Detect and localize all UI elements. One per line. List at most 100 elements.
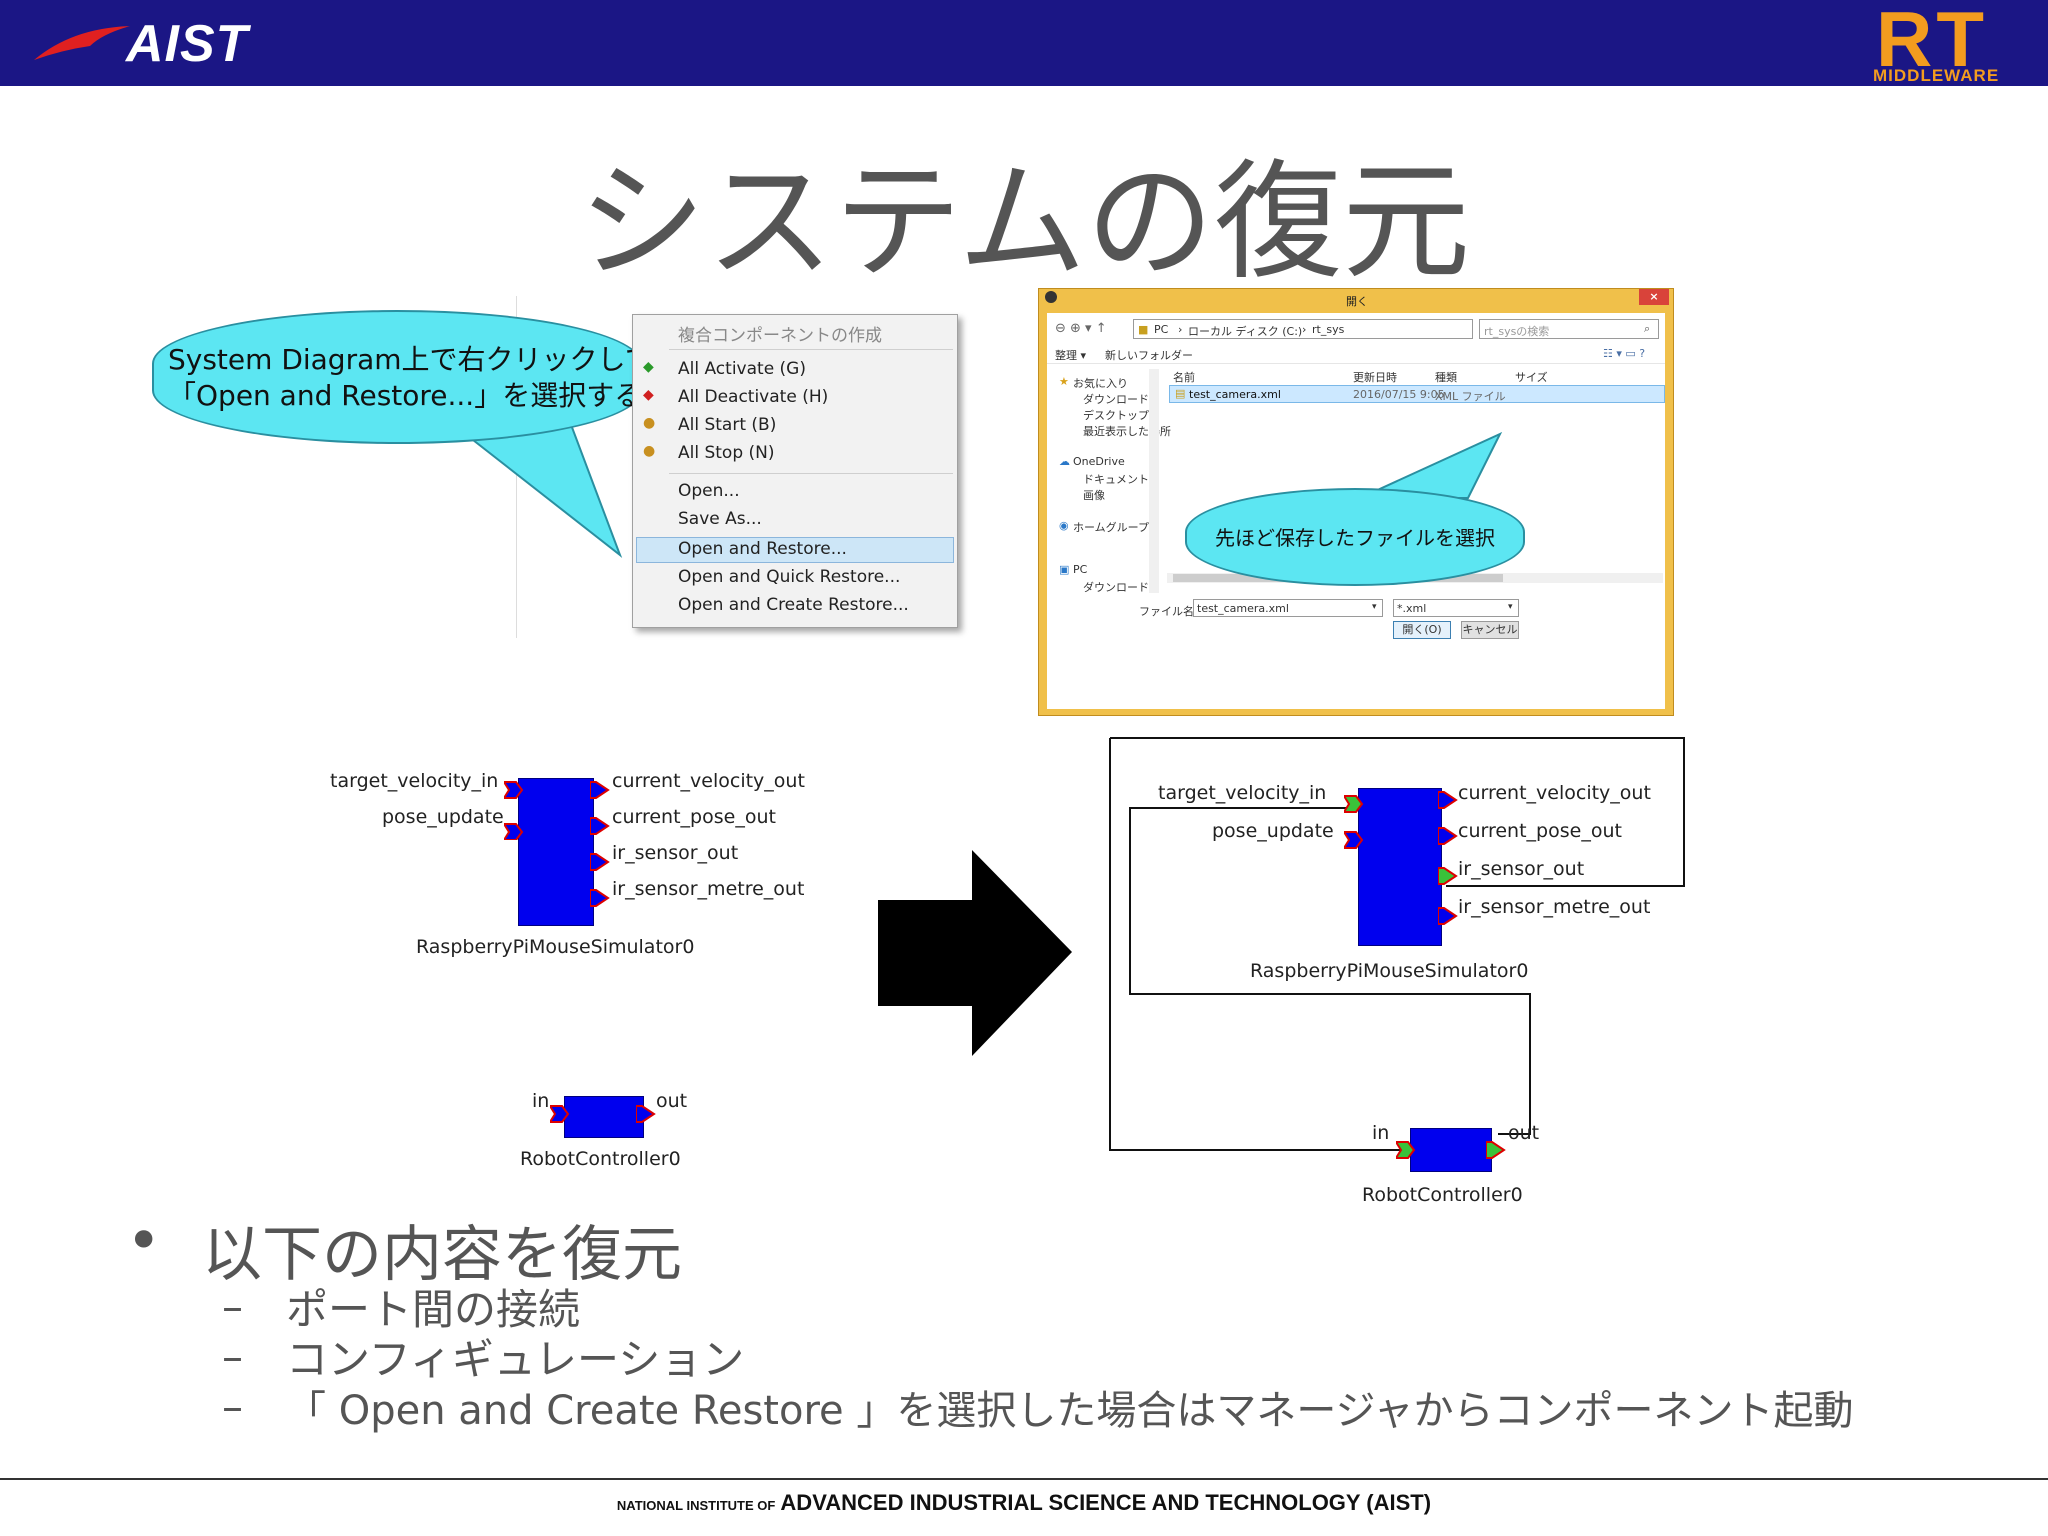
nav-documents[interactable]: ドキュメント	[1083, 473, 1149, 486]
menu-item-open-and-restore[interactable]: Open and Restore...	[678, 539, 847, 559]
sub-bullet-create-restore: 「 Open and Create Restore 」を選択した場合はマネージャ…	[286, 1388, 1854, 1434]
nav-pc-downloads[interactable]: ダウンロード	[1083, 581, 1149, 594]
dash-1: –	[222, 1282, 243, 1331]
footer-small: NATIONAL INSTITUTE OF	[616, 1498, 776, 1513]
footer: NATIONAL INSTITUTE OF ADVANCED INDUSTRIA…	[0, 1490, 2048, 1516]
bullet-dot: •	[126, 1206, 162, 1276]
nav-scrollbar[interactable]	[1149, 369, 1159, 593]
aist-logo: AIST	[126, 15, 249, 73]
star-icon: ★	[1059, 375, 1069, 388]
port-label-ir-sensor-out: ir_sensor_out	[612, 842, 739, 864]
menu-item-all-stop[interactable]: All Stop (N)	[678, 443, 775, 463]
nav-pictures[interactable]: 画像	[1083, 489, 1105, 502]
component-robot-controller[interactable]	[564, 1096, 644, 1138]
file-type: XML ファイル	[1435, 390, 1506, 403]
pc-icon: ▣	[1059, 563, 1070, 576]
rt-logo: RT	[1876, 0, 1988, 83]
component-raspberrypi-mouse-simulator[interactable]	[1358, 788, 1442, 946]
file-date: 2016/07/15 9:05	[1353, 388, 1445, 401]
outport-icons[interactable]	[590, 780, 612, 914]
inport-icons[interactable]	[1344, 792, 1364, 852]
port-label-target-velocity-in: target_velocity_in	[330, 770, 499, 792]
sub-bullet-port-connection: ポート間の接続	[286, 1285, 581, 1334]
menu-separator	[669, 473, 953, 474]
header-bar	[0, 0, 2048, 86]
nav-favorites[interactable]: お気に入り	[1073, 377, 1128, 390]
port-label-ir-sensor-metre-out: ir_sensor_metre_out	[612, 878, 805, 900]
menu-item-open[interactable]: Open...	[678, 481, 740, 501]
menu-item-save-as[interactable]: Save As...	[678, 509, 762, 529]
dash-3: –	[222, 1382, 243, 1431]
col-name[interactable]: 名前	[1173, 371, 1195, 384]
path-separator: ›	[1302, 323, 1307, 336]
menu-item-open-and-quick-restore[interactable]: Open and Quick Restore...	[678, 567, 901, 587]
component-robot-controller[interactable]	[1410, 1128, 1492, 1172]
close-icon[interactable]: ×	[1639, 289, 1669, 305]
organize-button[interactable]: 整理 ▾	[1055, 349, 1087, 362]
outport-icon[interactable]	[1486, 1140, 1508, 1162]
address-bar[interactable]: ■ PC › ローカル ディスク (C:) › rt_sys	[1133, 319, 1473, 339]
menu-item-all-deactivate[interactable]: All Deactivate (H)	[678, 387, 829, 407]
new-folder-button[interactable]: 新しいフォルダー	[1105, 349, 1193, 362]
port-label-ir-sensor-out: ir_sensor_out	[1458, 858, 1585, 880]
nav-pc[interactable]: PC	[1073, 563, 1088, 576]
start-icon: ●	[643, 415, 656, 431]
dash-2: –	[222, 1332, 243, 1381]
inport-icon[interactable]	[550, 1104, 570, 1126]
xml-file-icon: ▤	[1175, 387, 1186, 400]
dialog-title: 開く	[1346, 295, 1368, 308]
app-icon	[1045, 291, 1057, 303]
search-input[interactable]: rt_sysの検索⌕	[1479, 319, 1659, 339]
stop-icon: ●	[643, 443, 656, 459]
outport-icons[interactable]	[1438, 790, 1460, 934]
port-label-out: out	[1508, 1122, 1540, 1144]
menu-separator	[669, 349, 953, 350]
menu-item-open-and-create-restore[interactable]: Open and Create Restore...	[678, 595, 909, 615]
nav-downloads[interactable]: ダウンロード	[1083, 393, 1149, 406]
path-pc[interactable]: PC	[1154, 323, 1169, 336]
col-type[interactable]: 種類	[1435, 371, 1457, 384]
menu-item-all-start[interactable]: All Start (B)	[678, 415, 777, 435]
port-label-in: in	[1372, 1122, 1390, 1144]
col-size[interactable]: サイズ	[1515, 371, 1548, 384]
menu-item-all-activate[interactable]: All Activate (G)	[678, 359, 806, 379]
cancel-button[interactable]: キャンセル	[1461, 621, 1519, 639]
search-icon: ⌕	[1644, 322, 1651, 335]
chevron-down-icon: ▾	[1508, 602, 1513, 612]
inport-icon[interactable]	[1396, 1140, 1416, 1162]
port-label-current-velocity-out: current_velocity_out	[612, 770, 805, 792]
outport-icon[interactable]	[636, 1104, 658, 1126]
homegroup-icon: ◉	[1059, 519, 1069, 532]
nav-onedrive[interactable]: OneDrive	[1073, 455, 1125, 468]
bullet-main: 以下の内容を復元	[202, 1220, 682, 1290]
sub-bullet-configuration: コンフィギュレーション	[286, 1335, 745, 1384]
path-disk[interactable]: ローカル ディスク (C:)	[1188, 325, 1303, 338]
activate-icon: ◆	[643, 359, 654, 375]
back-icon[interactable]: ⊖ ⊕ ▾ ↑	[1055, 321, 1107, 336]
port-label-target-velocity-in: target_velocity_in	[1158, 782, 1327, 804]
menu-header: 複合コンポーネントの作成	[678, 326, 882, 346]
inport-icons[interactable]	[504, 780, 524, 840]
component-name-simulator: RaspberryPiMouseSimulator0	[1250, 960, 1529, 982]
file-row-selected[interactable]	[1169, 385, 1665, 403]
col-date[interactable]: 更新日時	[1353, 371, 1397, 384]
right-arrow-icon	[878, 850, 1072, 1056]
open-button[interactable]: 開く(O)	[1393, 621, 1451, 639]
port-label-pose-update: pose_update	[382, 806, 504, 828]
folder-icon: ■	[1138, 323, 1149, 336]
view-icon[interactable]: ☷ ▾ ▭ ?	[1603, 347, 1646, 360]
filetype-select[interactable]: *.xml▾	[1393, 599, 1519, 617]
port-label-out: out	[656, 1090, 688, 1112]
path-rt-sys[interactable]: rt_sys	[1312, 323, 1345, 336]
component-raspberrypi-mouse-simulator[interactable]	[518, 778, 594, 926]
component-name-simulator: RaspberryPiMouseSimulator0	[416, 936, 695, 958]
filename-field[interactable]: test_camera.xml▾	[1193, 599, 1383, 617]
component-name-controller: RobotController0	[1362, 1184, 1523, 1206]
port-label-current-pose-out: current_pose_out	[1458, 820, 1622, 842]
rt-logo-subtitle: MIDDLEWARE	[1873, 66, 2000, 85]
file-name[interactable]: test_camera.xml	[1189, 388, 1281, 401]
footer-large: ADVANCED INDUSTRIAL SCIENCE AND TECHNOLO…	[780, 1490, 1432, 1515]
connection-lines	[1109, 737, 1685, 1151]
nav-homegroup[interactable]: ホームグループ	[1073, 521, 1150, 534]
nav-desktop[interactable]: デスクトップ	[1083, 409, 1149, 422]
